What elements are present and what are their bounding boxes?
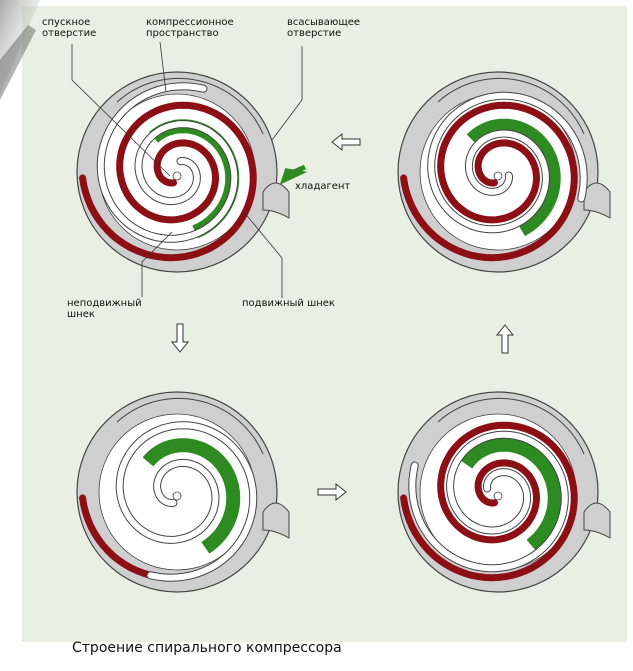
moving-scroll-wrap [409, 431, 568, 572]
moving-scroll-wrap [97, 83, 238, 242]
label-moving-scroll: подвижный шнек [242, 298, 335, 309]
discharge-port [493, 171, 503, 181]
outer-guide-arc [437, 397, 585, 455]
label-compression-chamber: компрессионное пространство [146, 17, 234, 39]
discharge-port [493, 491, 503, 501]
refrigerant-arrow [279, 164, 308, 185]
moving-scroll-wrap [116, 422, 257, 581]
flow-arrow-right [317, 482, 347, 502]
fixed-scroll-wrap [79, 101, 257, 262]
discharge-port [172, 171, 182, 181]
outer-guide-arc [116, 77, 264, 135]
leader-compression [159, 41, 167, 93]
leader-discharge [71, 44, 171, 177]
label-fixed-scroll: неподвижный шнек [67, 298, 142, 320]
moving-scroll-wrap [428, 92, 587, 233]
leader-moving-scroll [243, 211, 283, 298]
leader-lines [71, 41, 303, 298]
flow-arrow-left [331, 132, 361, 152]
compression-pocket [466, 118, 561, 237]
suction-inlet [262, 182, 290, 219]
discharge-port [172, 491, 182, 501]
suction-inlet [583, 182, 611, 219]
fixed-scroll-wrap [400, 421, 578, 582]
flow-arrow-up [495, 324, 515, 354]
compressor-stage-1 [76, 71, 290, 273]
suction-inlet [583, 502, 611, 539]
label-discharge-port: спускное отверстие [42, 17, 97, 39]
page-fold-decoration [0, 0, 40, 95]
compression-pocket [142, 438, 241, 554]
outer-guide-arc [116, 397, 264, 455]
leader-suction [271, 46, 303, 141]
compressor-stage-4 [397, 391, 611, 593]
leader-fixed-scroll [141, 231, 173, 297]
suction-inlet [262, 502, 290, 539]
fixed-scroll-wrap [400, 101, 578, 262]
diagram-caption: Строение спирального компрессора [72, 640, 342, 656]
compressor-stage-2 [397, 71, 611, 273]
outer-guide-arc [437, 77, 585, 135]
label-refrigerant: хладагент [295, 181, 351, 192]
label-suction-port: всасывающее отверстие [287, 17, 361, 39]
compressor-stage-3 [76, 391, 290, 593]
compression-pocket [460, 437, 562, 551]
flow-arrow-down [170, 323, 190, 353]
